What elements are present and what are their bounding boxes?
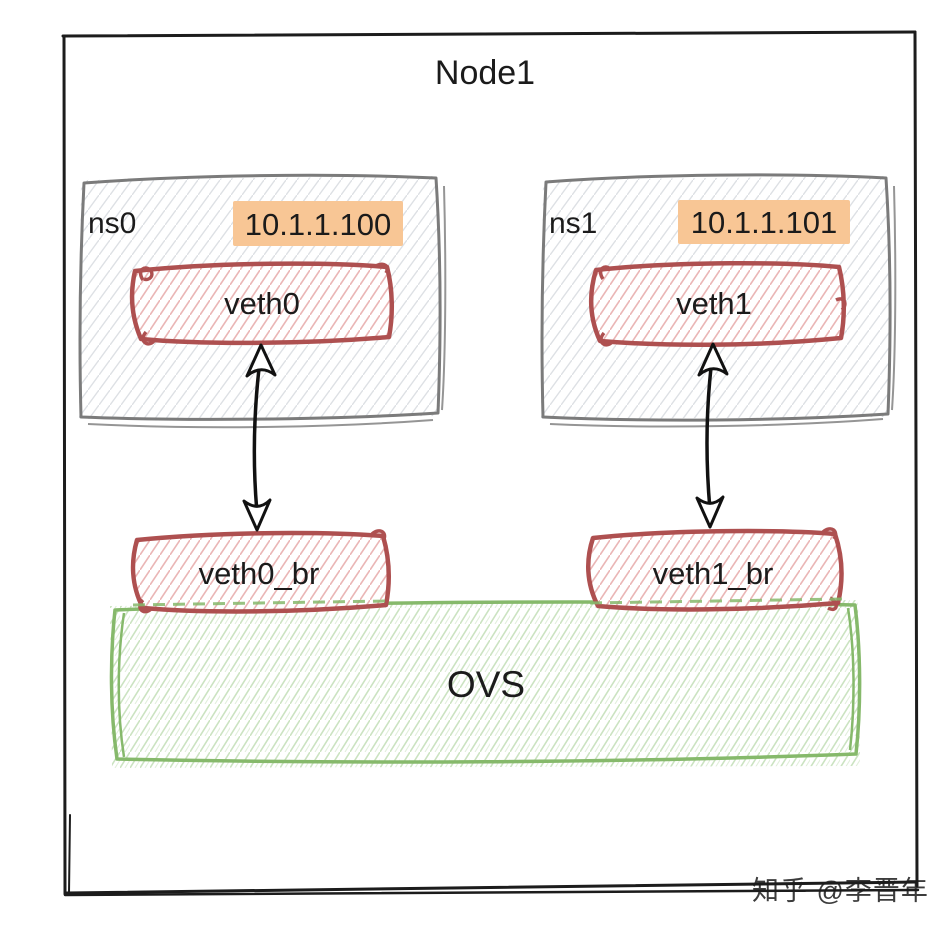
frame-bottom-a xyxy=(64,880,919,895)
veth1-br-hatch xyxy=(588,531,842,610)
veth0-corner-loop-tl xyxy=(138,266,154,282)
page-title: Node1 xyxy=(435,54,535,92)
ovs-box: OVS xyxy=(109,600,862,768)
veth0-border xyxy=(129,261,395,346)
veth1-br-corner-loop-tr xyxy=(821,527,838,540)
ns1-border-double-bottom xyxy=(549,418,884,428)
ovs-left-inner-arc xyxy=(117,612,126,758)
ns1-ip-label: 10.1.1.101 xyxy=(691,205,838,240)
veth0-hatch xyxy=(132,263,392,343)
ns0-border-double-bottom xyxy=(87,419,434,429)
veth1-corner-loop-bl xyxy=(599,331,614,347)
ns0-ip-highlight xyxy=(233,201,403,246)
ns1-box: ns1 10.1.1.101 veth1 xyxy=(540,173,897,428)
arrow-veth1-head-up-icon xyxy=(697,342,729,377)
ovs-border xyxy=(109,600,862,764)
ns1-border-double-right xyxy=(891,185,897,411)
arrow-veth1-head-down-icon xyxy=(695,495,725,529)
veth0-br-label: veth0_br xyxy=(199,556,320,591)
frame-left xyxy=(62,34,67,896)
ns0-ip-label: 10.1.1.100 xyxy=(245,207,392,242)
ovs-label: OVS xyxy=(447,664,525,705)
veth1-br-box: veth1_br xyxy=(586,527,844,612)
veth0-br-corner-loop-bl xyxy=(138,598,153,614)
veth1-corner-notch-r xyxy=(835,297,847,312)
veth1-corner-loop-tl xyxy=(598,265,613,281)
veth0-br-corner-loop-tr xyxy=(370,529,387,542)
frame-top xyxy=(61,30,917,38)
arrow-veth0-to-veth0-br xyxy=(242,343,277,532)
frame-left-double xyxy=(68,814,71,894)
veth1-label: veth1 xyxy=(676,286,752,321)
veth1-br-label: veth1_br xyxy=(653,556,774,591)
ns1-border xyxy=(540,173,892,422)
veth0-br-hatch xyxy=(133,533,389,612)
arrow-veth1-to-veth1-br xyxy=(695,342,729,529)
ns1-label: ns1 xyxy=(549,207,597,240)
veth1-border xyxy=(588,260,847,348)
ovs-right-inner-arc xyxy=(846,607,855,751)
ns0-box: ns0 10.1.1.100 veth0 xyxy=(78,173,447,429)
ovs-top-edge-dashed-right xyxy=(589,597,844,605)
frame-right xyxy=(913,30,919,888)
ns0-border xyxy=(78,173,442,421)
veth1-hatch xyxy=(591,263,844,345)
arrow-veth0-head-up-icon xyxy=(245,343,277,378)
arrow-veth0-head-down-icon xyxy=(242,498,272,532)
veth0-corner-notch-tr xyxy=(375,262,389,274)
veth0-label: veth0 xyxy=(224,286,300,321)
node-frame xyxy=(61,30,920,897)
ns1-ip-highlight xyxy=(678,200,850,244)
ns0-label: ns0 xyxy=(88,207,136,240)
frame-bottom-b xyxy=(63,888,920,897)
ovs-top-edge-dashed-left xyxy=(132,599,389,607)
veth0-corner-loop-bl xyxy=(141,330,156,346)
ovs-hatch xyxy=(110,600,860,768)
veth0-br-box: veth0_br xyxy=(130,529,391,614)
ns0-border-double-right xyxy=(441,185,447,411)
